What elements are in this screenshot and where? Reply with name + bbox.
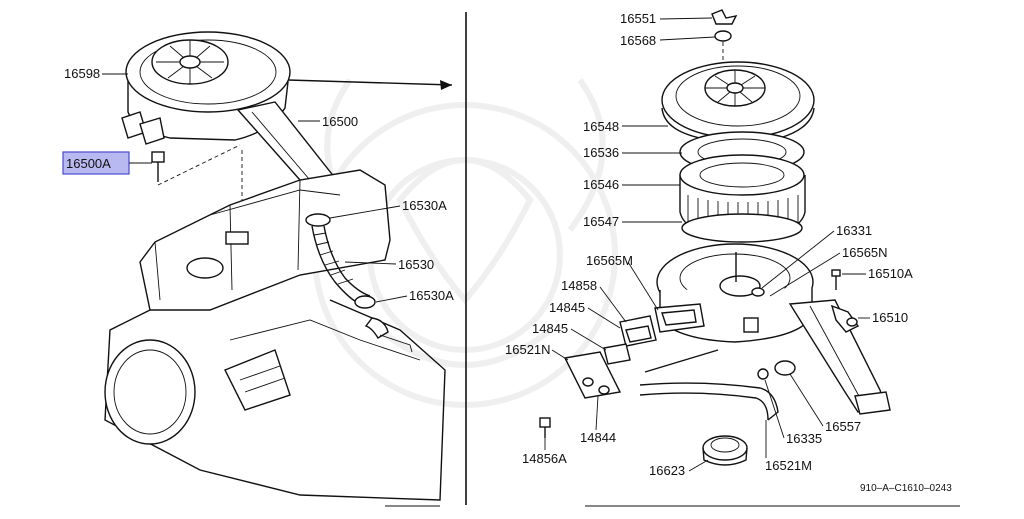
- right-label-16548[interactable]: 16548: [583, 119, 668, 134]
- right-label-16565N[interactable]: 16565N: [769, 245, 888, 297]
- right-label-16510[interactable]: 16510: [858, 310, 908, 325]
- left-label-16530A-bot[interactable]: 16530A: [375, 288, 454, 303]
- right-label-14845-b[interactable]: 14845: [532, 321, 607, 351]
- label-14845-b[interactable]: 14845: [532, 321, 568, 336]
- right-label-16568[interactable]: 16568: [620, 33, 716, 48]
- gasket: [681, 213, 803, 243]
- right-label-16551[interactable]: 16551: [620, 11, 713, 26]
- seal-ring: [702, 435, 748, 466]
- engine-block: [104, 169, 446, 501]
- label-16547[interactable]: 16547: [583, 214, 619, 229]
- nut-16557: [774, 360, 796, 376]
- right-label-16565M[interactable]: 16565M: [586, 253, 659, 311]
- vacuum-hose: [639, 382, 779, 421]
- washer: [714, 30, 732, 42]
- label-16530A-bottom[interactable]: 16530A: [409, 288, 454, 303]
- bolt-part: [151, 151, 165, 182]
- label-14844[interactable]: 14844: [580, 430, 616, 445]
- label-16548[interactable]: 16548: [583, 119, 619, 134]
- breather-hose: [305, 213, 413, 353]
- right-label-16331[interactable]: 16331: [761, 223, 872, 289]
- left-label-16598[interactable]: 16598: [64, 66, 128, 81]
- label-16565N[interactable]: 16565N: [842, 245, 888, 260]
- label-16530A-top[interactable]: 16530A: [402, 198, 447, 213]
- arrow-head: [440, 80, 452, 90]
- right-label-16335[interactable]: 16335: [764, 379, 822, 446]
- label-16530[interactable]: 16530: [398, 257, 434, 272]
- left-label-16530[interactable]: 16530: [344, 257, 434, 272]
- filter-pad: [619, 315, 657, 347]
- label-16510[interactable]: 16510: [872, 310, 908, 325]
- right-label-16536[interactable]: 16536: [583, 145, 682, 160]
- label-16510A[interactable]: 16510A: [868, 266, 913, 281]
- air-cleaner-base: [654, 243, 891, 415]
- label-16568[interactable]: 16568: [620, 33, 656, 48]
- cap-16335: [757, 368, 769, 380]
- right-label-16510A[interactable]: 16510A: [842, 266, 913, 281]
- air-cleaner-assembly: [121, 31, 359, 207]
- label-14845-a[interactable]: 14845: [549, 300, 585, 315]
- grommet-16331: [751, 287, 765, 297]
- label-16598[interactable]: 16598: [64, 66, 100, 81]
- right-label-16521N[interactable]: 16521N: [505, 342, 569, 361]
- right-label-16546[interactable]: 16546: [583, 177, 680, 192]
- label-16546[interactable]: 16546: [583, 177, 619, 192]
- right-label-14858[interactable]: 14858: [561, 278, 627, 323]
- left-label-16530A-top[interactable]: 16530A: [329, 198, 447, 219]
- left-label-16500A[interactable]: 16500A: [62, 151, 152, 175]
- air-cleaner-lid: [661, 61, 815, 139]
- right-label-16623[interactable]: 16623: [649, 459, 709, 478]
- diagram-code: 910–A–C1610–0243: [860, 483, 952, 494]
- bolt-14856A: [539, 417, 551, 438]
- right-label-14856A[interactable]: 14856A: [522, 438, 567, 466]
- vacuum-hose-2: [639, 392, 769, 421]
- filter-pad-2: [603, 343, 631, 365]
- label-14858[interactable]: 14858: [561, 278, 597, 293]
- label-16536[interactable]: 16536: [583, 145, 619, 160]
- wing-nut: [711, 9, 738, 25]
- tube: [644, 349, 719, 373]
- label-16521M[interactable]: 16521M: [765, 458, 812, 473]
- right-label-14844[interactable]: 14844: [580, 395, 616, 445]
- label-16500A[interactable]: 16500A: [66, 156, 111, 171]
- right-label-16557[interactable]: 16557: [789, 373, 861, 434]
- right-label-16547[interactable]: 16547: [583, 214, 682, 229]
- left-label-16500[interactable]: 16500: [298, 114, 358, 129]
- right-label-16521M[interactable]: 16521M: [765, 420, 812, 473]
- label-16623[interactable]: 16623: [649, 463, 685, 478]
- exploded-view-arrow: [287, 79, 453, 86]
- screw-16510A: [831, 269, 841, 290]
- label-14856A[interactable]: 14856A: [522, 451, 567, 466]
- label-16335[interactable]: 16335: [786, 431, 822, 446]
- label-16557[interactable]: 16557: [825, 419, 861, 434]
- label-16521N[interactable]: 16521N: [505, 342, 551, 357]
- label-16331[interactable]: 16331: [836, 223, 872, 238]
- bracket: [563, 351, 622, 399]
- label-16500[interactable]: 16500: [322, 114, 358, 129]
- alignment-line-1: [157, 144, 241, 186]
- label-16551[interactable]: 16551: [620, 11, 656, 26]
- clip-16510: [830, 304, 860, 333]
- right-label-14845-a[interactable]: 14845: [549, 300, 621, 329]
- label-16565M[interactable]: 16565M: [586, 253, 633, 268]
